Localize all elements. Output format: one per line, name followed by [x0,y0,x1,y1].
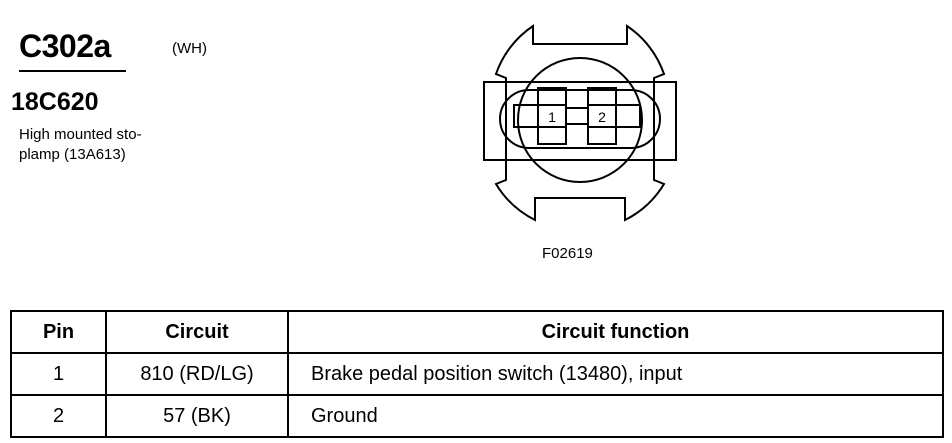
pin-label-1: 1 [548,109,556,125]
inner-body [483,81,677,161]
column-header-circuit: Circuit [105,310,289,354]
connector-id: C302a [19,28,111,64]
function-cell: Brake pedal position switch (13480), inp… [287,352,944,396]
connector-face-diagram: 1 2 [483,24,677,222]
function-cell: Ground [287,394,944,438]
table-row: 2 57 (BK) Ground [10,394,944,438]
terminal-2-body [587,104,641,128]
color-code: (WH) [172,40,207,57]
circuit-cell: 810 (RD/LG) [105,352,289,396]
inner-circle [517,57,643,183]
part-number: 18C620 [11,88,99,116]
terminal-1-body [513,104,567,128]
figure-id: F02619 [542,245,593,262]
outer-housing-outline [494,24,666,222]
column-header-pin: Pin [10,310,107,354]
pin-cell: 2 [10,394,107,438]
pin-table: Pin Circuit Circuit function 1 810 (RD/L… [10,310,944,438]
table-header-row: Pin Circuit Circuit function [10,310,944,354]
component-description: High mounted sto-plamp (13A613) [19,126,142,163]
pin-label-2: 2 [598,109,606,125]
pin-cell: 1 [10,352,107,396]
terminal-holder [499,89,661,149]
column-header-circuit-function: Circuit function [287,310,944,354]
title-underline [19,70,126,72]
center-bridge [565,107,589,125]
circuit-cell: 57 (BK) [105,394,289,438]
table-row: 1 810 (RD/LG) Brake pedal position switc… [10,352,944,396]
